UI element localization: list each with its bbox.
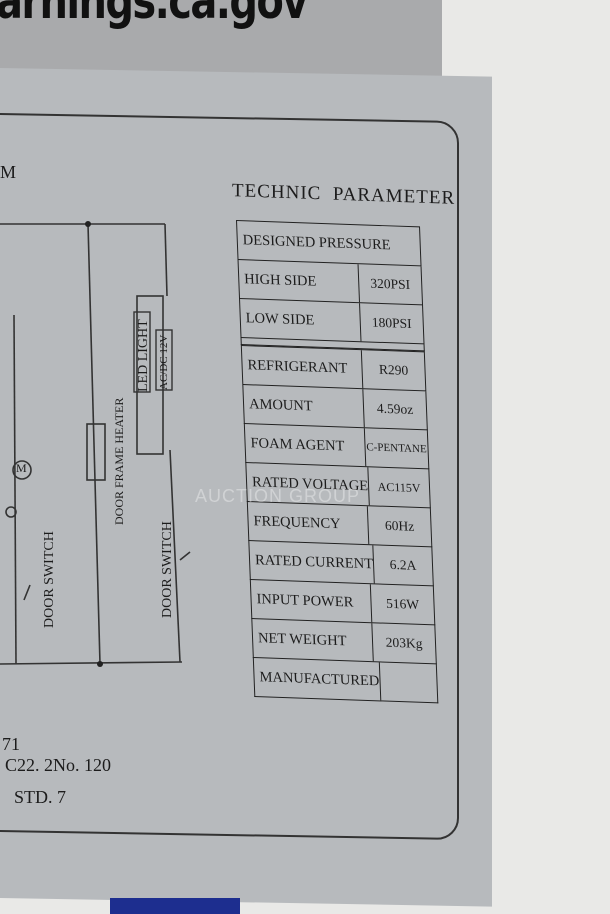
table-row: FOAM AGENT C-PENTANE: [243, 424, 430, 470]
parameter-table: DESIGNED PRESSURE HIGH SIDE 320PSI LOW SI…: [236, 220, 439, 704]
row-value: 4.59oz: [362, 389, 427, 430]
sticker-url: arnings.ca.gov: [0, 0, 308, 30]
row-label: FREQUENCY: [253, 512, 341, 532]
row-value: R290: [360, 350, 426, 391]
table-row: LOW SIDE 180PSI: [239, 299, 425, 345]
row-value: 203Kg: [371, 623, 436, 664]
row-value: C-PENTANE: [363, 428, 429, 469]
door-switch-left-label: DOOR SWITCH: [42, 531, 57, 628]
door-switch-right-label: DOOR SWITCH: [160, 521, 175, 618]
table-row: INPUT POWER 516W: [249, 580, 436, 626]
table-row: REFRIGERANT R290: [240, 345, 427, 392]
row-label: HIGH SIDE: [243, 270, 317, 290]
led-light-box: [133, 311, 151, 393]
blue-strip: [110, 898, 240, 914]
diagram-title-fragment: M: [0, 162, 17, 182]
row-value: 6.2A: [372, 545, 433, 586]
row-label: AMOUNT: [248, 395, 313, 414]
footer-line-3: STD. 7: [14, 787, 67, 807]
row-label: RATED CURRENT: [254, 551, 374, 572]
table-row: NET WEIGHT 203Kg: [251, 619, 437, 665]
motor-label: M: [16, 461, 27, 475]
footer-line-1: 71: [2, 734, 20, 754]
table-row: MANUFACTURED: [252, 658, 439, 704]
row-value: 60Hz: [366, 506, 432, 547]
footer-line-2: . C22. 2No. 120: [0, 755, 112, 775]
designed-pressure-label: DESIGNED PRESSURE: [242, 231, 391, 253]
table-row: HIGH SIDE 320PSI: [237, 260, 424, 306]
door-frame-heater-label: DOOR FRAME HEATER: [112, 397, 126, 525]
led-light-label: LED LIGHT: [136, 319, 151, 392]
led-voltage-box: [155, 329, 173, 391]
row-label: INPUT POWER: [256, 590, 354, 611]
row-label: MANUFACTURED: [259, 668, 380, 689]
row-value: [378, 662, 438, 703]
row-label: REFRIGERANT: [247, 356, 348, 377]
led-voltage-label: AC/DC 12V: [158, 334, 170, 390]
warning-sticker: arnings.ca.gov: [0, 0, 442, 80]
row-label: NET WEIGHT: [257, 629, 347, 649]
row-value: 320PSI: [357, 264, 422, 305]
row-label: FOAM AGENT: [250, 434, 345, 454]
watermark: AUCTION GROUP: [195, 486, 361, 506]
designed-pressure-row: DESIGNED PRESSURE: [236, 220, 422, 267]
row-value: AC115V: [367, 467, 430, 508]
row-label: LOW SIDE: [245, 309, 315, 329]
row-value: 516W: [369, 584, 435, 625]
junction-dot: [85, 221, 91, 227]
table-row: FREQUENCY 60Hz: [246, 502, 433, 548]
row-value: 180PSI: [359, 303, 424, 344]
junction-dot: [97, 661, 103, 667]
table-row: AMOUNT 4.59oz: [242, 385, 428, 431]
